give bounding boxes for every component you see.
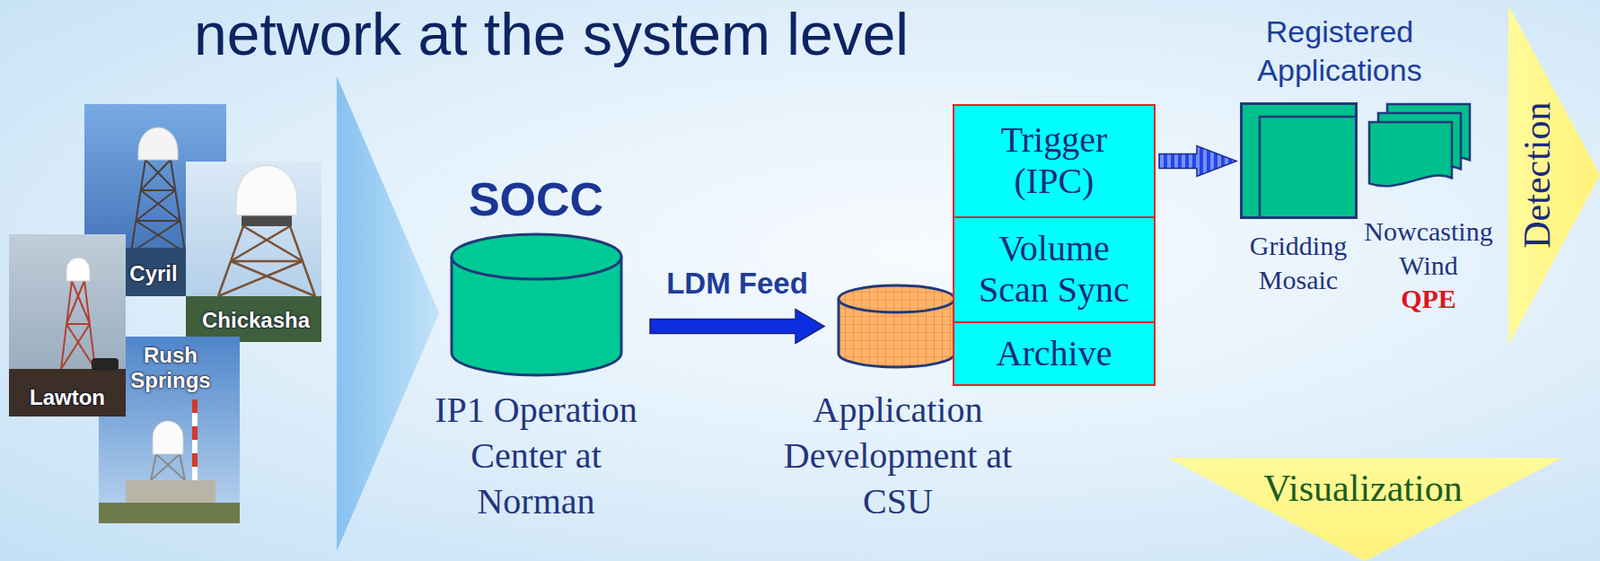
triangle-band [1167, 457, 1563, 561]
title-holder: network at the system level [193, 4, 909, 64]
photo-tile: Lawton [8, 234, 126, 417]
node-text: Rush Springs [125, 342, 216, 394]
radome [138, 127, 178, 160]
sky [8, 234, 126, 417]
ground [98, 502, 240, 524]
process-box: Archive [952, 321, 1156, 387]
node-text-holder: Cyril [108, 261, 199, 287]
node-outline [836, 283, 957, 370]
flow-arrow [1159, 146, 1237, 177]
process-box: Trigger (IPC) [952, 104, 1156, 219]
node-text-holder: Volume Scan Sync [971, 228, 1138, 311]
cell-box [953, 322, 1155, 386]
node-outline [1367, 102, 1472, 193]
ground [8, 369, 126, 417]
building [125, 480, 216, 503]
node-text: Detection [1516, 101, 1558, 248]
node-text: QPE [1359, 281, 1499, 317]
database-cylinder: Application Development at CSU [836, 283, 957, 370]
sky [185, 161, 322, 343]
direction-triangle: Detection [1508, 5, 1600, 345]
node-text: Nowcasting Wind [1359, 214, 1499, 283]
node-outline [1239, 102, 1358, 220]
lattice-tower [131, 159, 185, 253]
node-text: IP1 Operation Center at Norman [419, 386, 653, 525]
node-text-holder: QPE [1359, 281, 1499, 317]
heading-label: Registered Applications [1245, 12, 1434, 90]
radar-photo [8, 234, 126, 417]
document-stack: Nowcasting WindQPE [1367, 102, 1472, 193]
car [91, 358, 119, 371]
node-text-holder: SOCC [428, 174, 644, 226]
edge-label-holder: LDM Feed [666, 267, 809, 300]
slide-title: network at the system level [193, 4, 909, 64]
tree-line [185, 296, 322, 343]
radome [66, 257, 90, 282]
grid-inner [1259, 116, 1357, 219]
node-text-holder: Nowcasting Wind [1359, 214, 1499, 283]
node-text-holder: Application Development at CSU [772, 386, 1024, 525]
tower [150, 454, 185, 481]
application-icon: Gridding Mosaic [1239, 102, 1358, 220]
photo-tile: Chickasha [185, 161, 322, 343]
flow-arrow [650, 309, 825, 344]
node-text: Cyril [108, 261, 199, 287]
node-text-holder: IP1 Operation Center at Norman [419, 386, 653, 525]
radar-photo [185, 161, 322, 343]
lattice-tower [218, 226, 316, 297]
process-box: Volume Scan Sync [952, 216, 1156, 324]
node-text-holder: Lawton [13, 385, 122, 411]
node-text-holder: Detection [1516, 101, 1558, 248]
direction-triangle: Visualization [1167, 457, 1563, 561]
cell-box [953, 217, 1155, 323]
database-cylinder: SOCCIP1 Operation Center at Norman [449, 232, 624, 378]
edge-label: LDM Feed [666, 267, 809, 300]
document-sheet [1369, 122, 1452, 186]
radome [236, 165, 298, 216]
radome [152, 421, 184, 455]
node-outline [449, 232, 624, 378]
node-text: Archive [971, 333, 1138, 375]
node-text-holder: Archive [971, 333, 1138, 375]
node-text: SOCC [428, 174, 644, 226]
node-text-holder: Chickasha [191, 307, 322, 334]
node-text-holder: Gridding Mosaic [1242, 228, 1355, 298]
flow-arrow [336, 76, 440, 552]
node-text: Application Development at CSU [772, 386, 1024, 525]
node-text: Chickasha [191, 307, 322, 334]
node-text: Lawton [13, 385, 122, 411]
node-text-holder: Trigger (IPC) [971, 119, 1138, 203]
node-text-holder: Visualization [1263, 467, 1462, 510]
node-text: Volume Scan Sync [971, 228, 1138, 311]
lattice-tower [61, 281, 96, 370]
cylinder-top [451, 234, 622, 280]
radome-base [241, 215, 292, 227]
photo-tile: Rush Springs [98, 336, 240, 524]
triangle-band [1508, 5, 1600, 345]
grid-square [1241, 104, 1357, 219]
heading-label-holder: Registered Applications [1245, 12, 1434, 90]
photo-tile: Cyril [84, 104, 227, 297]
cylinder-top [838, 285, 955, 313]
node-text: Gridding Mosaic [1242, 228, 1355, 298]
node-text-holder: Rush Springs [125, 342, 216, 394]
node-text: Trigger (IPC) [971, 119, 1138, 203]
node-text: Visualization [1263, 467, 1462, 510]
cell-box [953, 105, 1155, 218]
